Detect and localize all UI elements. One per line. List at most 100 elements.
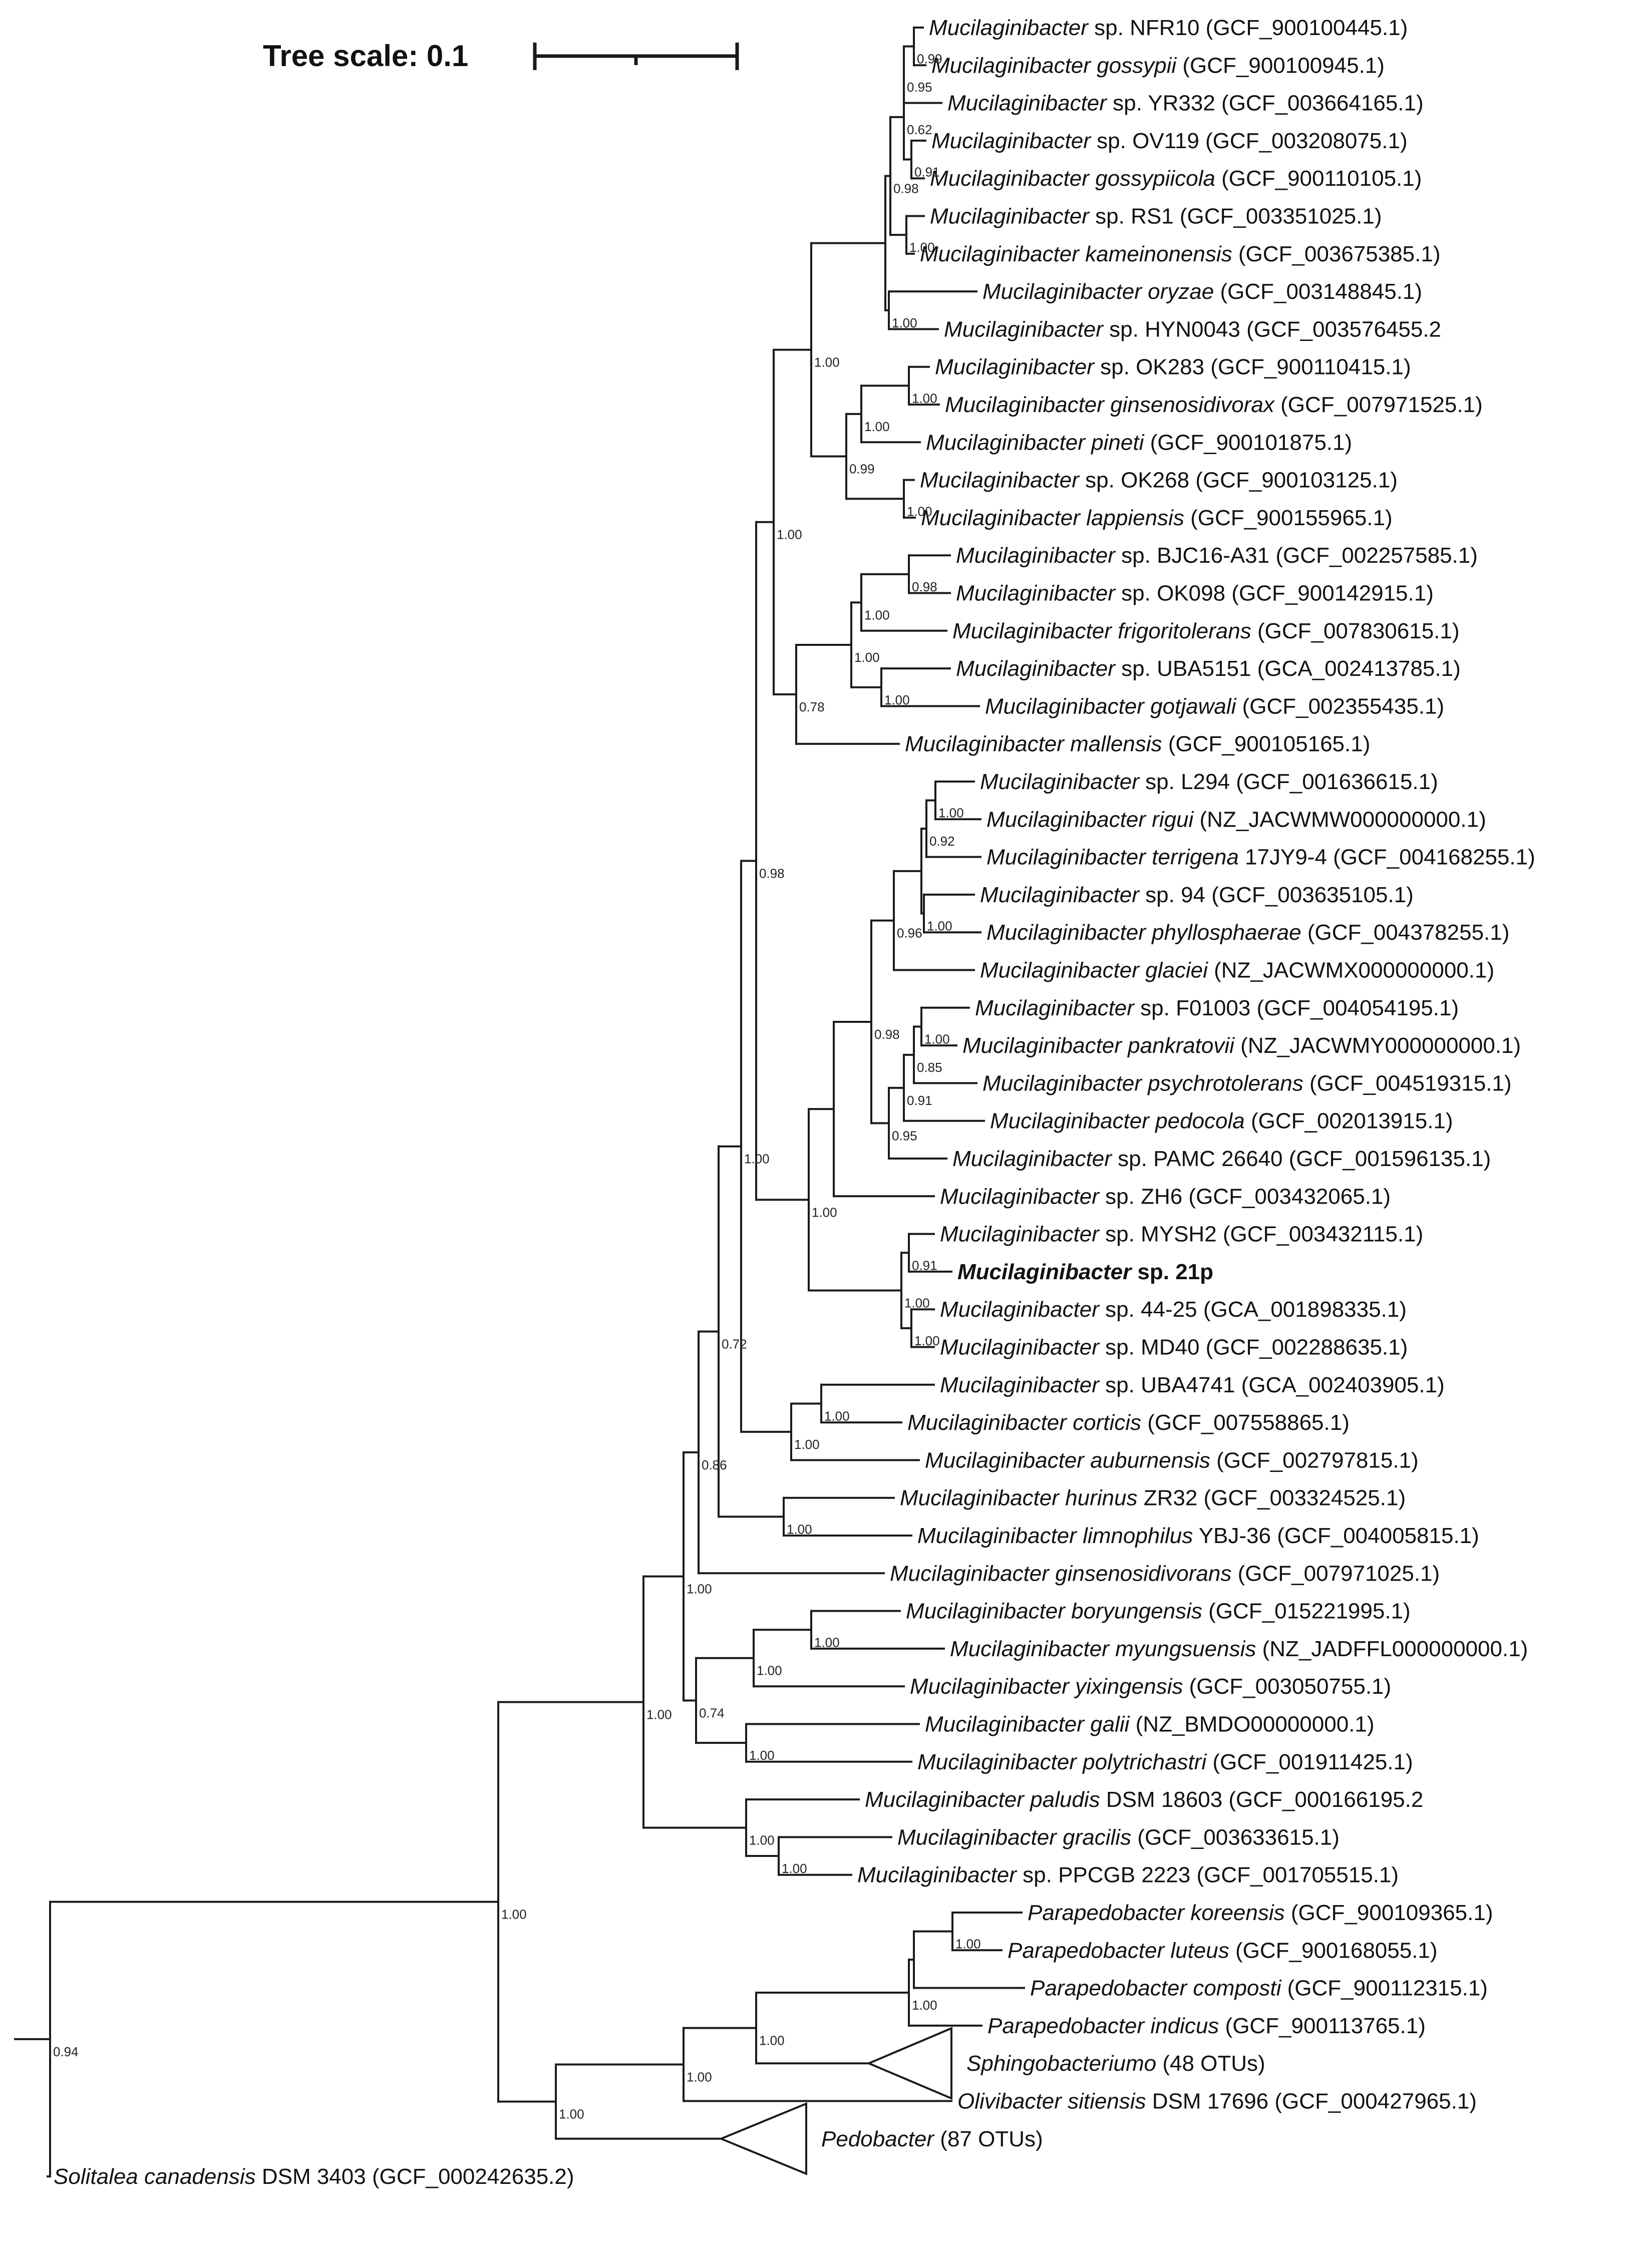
leaf-label: Mucilaginibacter sp. OV119 (GCF_00320807…: [931, 129, 1408, 153]
support-value: 1.00: [955, 1937, 981, 1952]
leaf-label: Mucilaginibacter yixingensis (GCF_003050…: [910, 1674, 1391, 1699]
support-value: 1.00: [927, 919, 952, 934]
support-value: 1.00: [864, 419, 890, 434]
support-value: 0.92: [929, 834, 955, 849]
support-value: 1.00: [814, 355, 840, 370]
leaf-label: Mucilaginibacter myungsuensis (NZ_JADFFL…: [950, 1637, 1528, 1661]
support-value: 1.00: [787, 1522, 812, 1537]
leaf-label: Mucilaginibacter limnophilus YBJ-36 (GCF…: [917, 1524, 1479, 1548]
leaf-label: Mucilaginibacter sp. BJC16-A31 (GCF_0022…: [956, 543, 1478, 568]
leaf-label: Pedobacter (87 OTUs): [821, 2127, 1043, 2151]
leaf-label: Mucilaginibacter sp. UBA4741 (GCA_002403…: [940, 1373, 1445, 1397]
leaf-label: Mucilaginibacter sp. F01003 (GCF_0040541…: [975, 996, 1459, 1020]
support-value: 1.00: [749, 1748, 775, 1763]
tree-scale-bar: [533, 43, 739, 70]
leaf-label: Mucilaginibacter galii (NZ_BMDO00000000.…: [925, 1712, 1375, 1737]
leaf-label: Mucilaginibacter sp. OK098 (GCF_90014291…: [956, 581, 1434, 606]
support-value: 1.00: [907, 504, 932, 519]
leaf-label: Mucilaginibacter pedocola (GCF_002013915…: [990, 1109, 1453, 1133]
leaf-label: Mucilaginibacter sp. L294 (GCF_001636615…: [980, 770, 1438, 794]
collapsed-clade-triangle: [718, 2102, 807, 2175]
support-value: 1.00: [912, 1998, 937, 2013]
leaf-label: Parapedobacter indicus (GCF_900113765.1): [987, 2014, 1426, 2038]
support-value: 0.99: [917, 52, 942, 67]
leaf-label: Mucilaginibacter sp. YR332 (GCF_00366416…: [947, 91, 1424, 116]
support-value: 0.74: [699, 1705, 725, 1720]
leaf-label: Mucilaginibacter hurinus ZR32 (GCF_00332…: [900, 1486, 1406, 1510]
support-value: 0.99: [849, 462, 875, 477]
leaf-label: Mucilaginibacter psychrotolerans (GCF_00…: [982, 1071, 1512, 1095]
leaf-label: Mucilaginibacter pankratovii (NZ_JACWMY0…: [962, 1033, 1521, 1058]
support-value: 1.00: [924, 1031, 950, 1046]
leaf-label: Olivibacter sitiensis DSM 17696 (GCF_000…: [957, 2089, 1477, 2114]
leaf-label: Mucilaginibacter paludis DSM 18603 (GCF_…: [865, 1787, 1423, 1812]
leaf-label: Mucilaginibacter gossypiicola (GCF_90011…: [930, 166, 1422, 191]
support-value: 1.00: [759, 2033, 785, 2048]
support-value: 0.78: [799, 699, 825, 714]
leaf-label: Mucilaginibacter ginsenosidivorans (GCF_…: [890, 1561, 1440, 1586]
leaf-label: Solitalea canadensis DSM 3403 (GCF_00024…: [54, 2164, 574, 2189]
support-value: 0.86: [702, 1457, 727, 1472]
support-value: 0.85: [917, 1060, 942, 1075]
leaf-label: Mucilaginibacter kameinonensis (GCF_0036…: [920, 242, 1440, 266]
support-value: 1.00: [824, 1408, 850, 1423]
support-value: 1.00: [938, 806, 964, 821]
tree-branches: [14, 27, 1025, 2178]
leaf-label: Mucilaginibacter gracilis (GCF_003633615…: [897, 1825, 1340, 1849]
support-value: 0.95: [892, 1128, 917, 1143]
leaf-label: Mucilaginibacter boryungensis (GCF_01522…: [906, 1599, 1411, 1624]
leaf-label: Mucilaginibacter lappiensis (GCF_9001559…: [921, 506, 1393, 530]
leaf-label: Mucilaginibacter sp. MD40 (GCF_002288635…: [940, 1335, 1408, 1360]
leaf-label: Mucilaginibacter sp. ZH6 (GCF_003432065.…: [940, 1184, 1391, 1209]
support-value: 0.96: [897, 926, 922, 941]
leaf-label: Mucilaginibacter rigui (NZ_JACWMW0000000…: [986, 807, 1486, 832]
leaf-label: Mucilaginibacter ginsenosidivorax (GCF_0…: [945, 393, 1483, 417]
support-value: 1.00: [912, 391, 937, 406]
support-value: 0.98: [759, 866, 785, 881]
support-value: 1.00: [777, 527, 802, 542]
leaf-label: Mucilaginibacter gossypii (GCF_900100945…: [931, 53, 1385, 78]
leaf-label: Mucilaginibacter sp. UBA5151 (GCA_002413…: [956, 656, 1461, 681]
leaf-label: Mucilaginibacter sp. OK283 (GCF_90011041…: [935, 355, 1411, 380]
support-value: 0.72: [722, 1337, 747, 1352]
leaf-label: Mucilaginibacter glaciei (NZ_JACWMX00000…: [980, 958, 1494, 983]
support-value: 0.91: [907, 1093, 932, 1108]
support-value: 1.00: [501, 1907, 527, 1922]
leaf-label: Mucilaginibacter sp. MYSH2 (GCF_00343211…: [940, 1222, 1423, 1247]
leaf-label: Mucilaginibacter terrigena 17JY9-4 (GCF_…: [986, 845, 1535, 870]
leaf-label: Mucilaginibacter mallensis (GCF_90010516…: [905, 732, 1370, 757]
support-value: 0.98: [874, 1027, 900, 1042]
support-value: 1.00: [687, 1582, 712, 1597]
leaf-label: Mucilaginibacter gotjawali (GCF_00235543…: [985, 694, 1444, 718]
collapsed-clades: [718, 2027, 952, 2175]
support-value: 0.62: [907, 122, 932, 137]
leaf-label: Mucilaginibacter sp. PAMC 26640 (GCF_001…: [952, 1147, 1491, 1171]
leaf-labels: Mucilaginibacter sp. NFR10 (GCF_90010044…: [54, 16, 1535, 2189]
support-value: 1.00: [892, 315, 917, 330]
support-value: 1.00: [744, 1152, 770, 1167]
support-value: 1.00: [687, 2070, 712, 2085]
support-value: 1.00: [757, 1663, 782, 1678]
leaf-label: Mucilaginibacter phyllosphaerae (GCF_004…: [986, 920, 1509, 945]
leaf-label: Mucilaginibacter pineti (GCF_900101875.1…: [926, 430, 1352, 455]
support-value: 1.00: [884, 692, 910, 707]
support-value: 0.94: [53, 2044, 79, 2059]
support-value: 1.00: [749, 1833, 775, 1848]
leaf-label: Parapedobacter composti (GCF_900112315.1…: [1030, 1976, 1488, 2001]
leaf-label: Parapedobacter koreensis (GCF_900109365.…: [1028, 1901, 1493, 1925]
support-value: 1.00: [909, 240, 935, 255]
leaf-label: Mucilaginibacter sp. NFR10 (GCF_90010044…: [929, 16, 1408, 40]
leaf-label: Mucilaginibacter corticis (GCF_007558865…: [907, 1410, 1350, 1435]
collapsed-clade-triangle: [866, 2027, 952, 2100]
leaf-label: Mucilaginibacter polytrichastri (GCF_001…: [917, 1750, 1413, 1774]
leaf-label: Mucilaginibacter sp. 21p: [957, 1260, 1213, 1284]
leaf-label: Mucilaginibacter sp. 94 (GCF_003635105.1…: [980, 883, 1414, 907]
support-value: 0.91: [914, 165, 940, 180]
support-value: 0.91: [912, 1258, 937, 1273]
support-values: 0.99 0.95 0.62 0.98 0.91 1.00 1.00 1.00 1.00 1.00…: [53, 52, 981, 2122]
support-value: 0.95: [907, 80, 932, 95]
support-value: 1.00: [646, 1707, 672, 1722]
support-value: 1.00: [814, 1635, 840, 1650]
support-value: 1.00: [794, 1437, 820, 1452]
